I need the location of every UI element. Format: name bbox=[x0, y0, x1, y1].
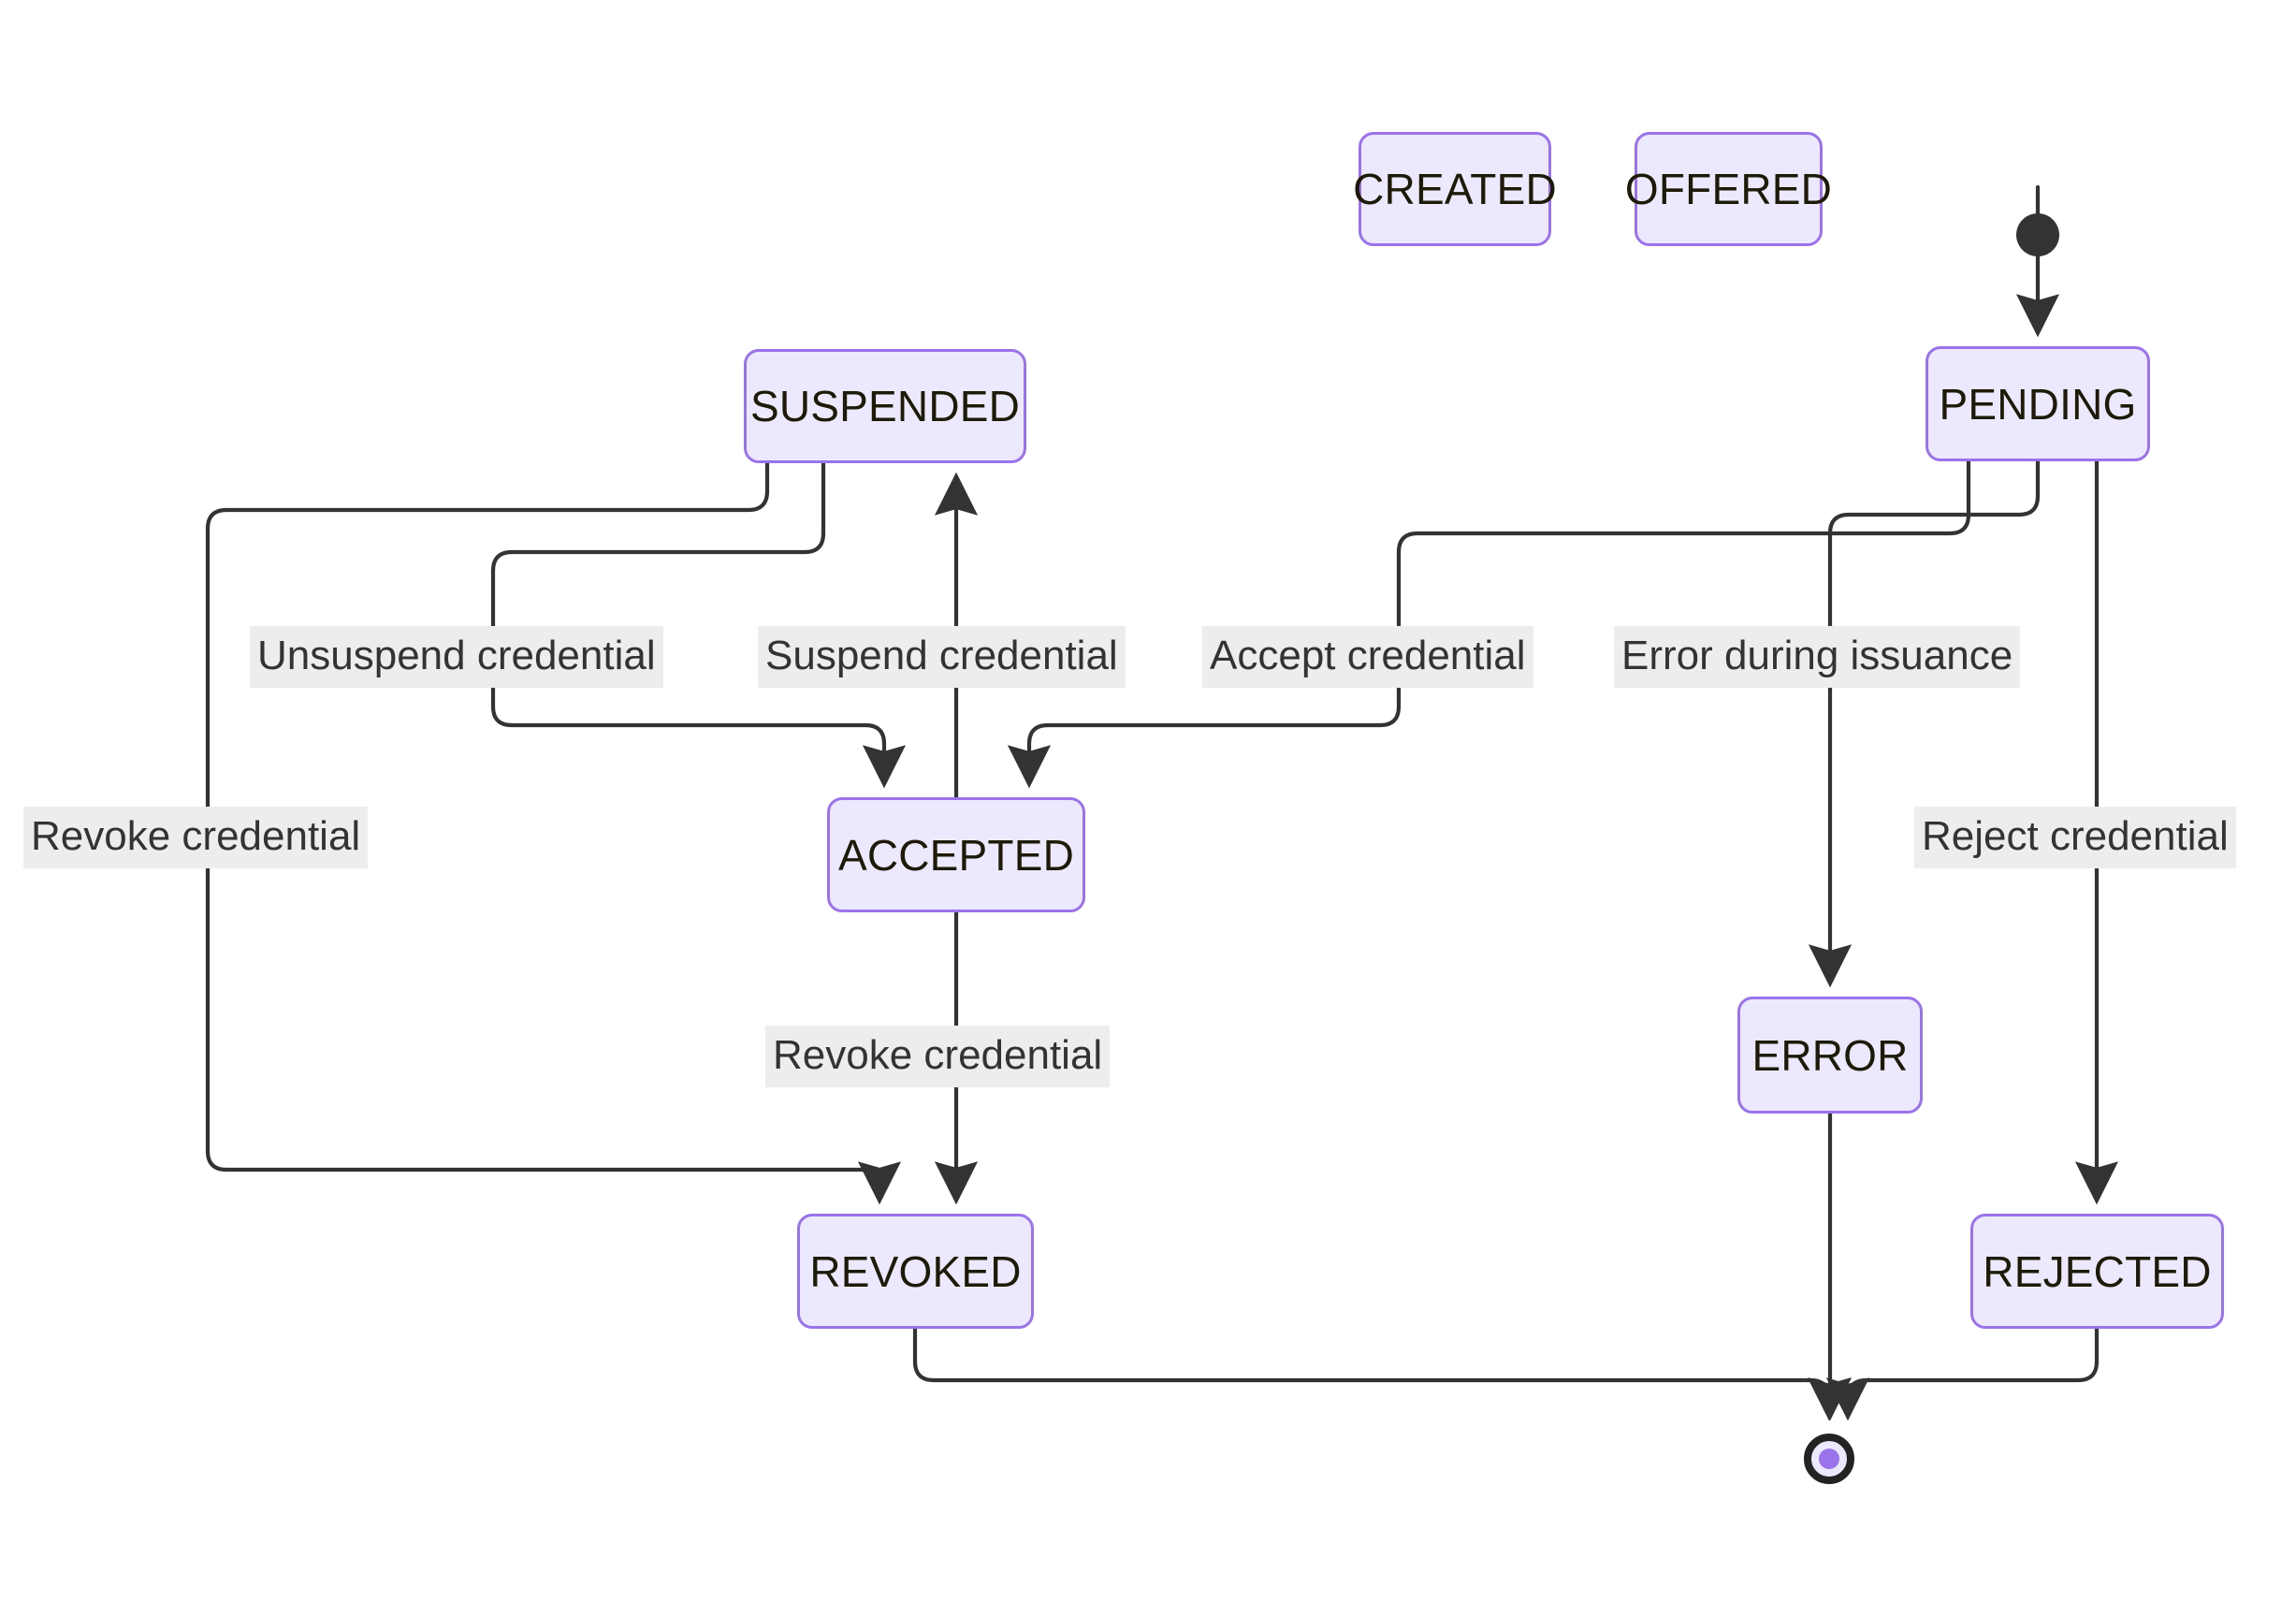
edge-pending-to-error bbox=[1808, 459, 2041, 988]
state-node-offered[interactable]: OFFERED bbox=[1625, 132, 1832, 246]
edge-label-error-during-issuance: Error during issuance bbox=[1614, 626, 2021, 688]
state-node-revoked-label: REVOKED bbox=[809, 1246, 1022, 1296]
end-state-marker-core bbox=[1819, 1449, 1839, 1469]
edge-label-revoke-credential-from-accepted: Revoke credential bbox=[765, 1026, 1111, 1087]
end-state-marker bbox=[1804, 1434, 1854, 1484]
state-node-error-label: ERROR bbox=[1751, 1030, 1909, 1080]
state-node-pending-label: PENDING bbox=[1939, 379, 2137, 429]
state-node-accepted-label: ACCEPTED bbox=[837, 830, 1075, 880]
edge-suspended-to-accepted bbox=[490, 460, 907, 789]
state-node-created[interactable]: CREATED bbox=[1353, 132, 1557, 246]
edge-label-reject-credential: Reject credential bbox=[1914, 807, 2236, 868]
state-node-rejected[interactable]: REJECTED bbox=[1970, 1214, 2224, 1329]
state-node-offered-label: OFFERED bbox=[1624, 165, 1833, 213]
state-node-suspended-label: SUSPENDED bbox=[749, 382, 1021, 430]
state-node-created-label: CREATED bbox=[1353, 165, 1557, 213]
edge-pending-to-accepted bbox=[1007, 459, 1971, 789]
state-node-accepted[interactable]: ACCEPTED bbox=[827, 797, 1085, 912]
edge-label-suspend-credential: Suspend credential bbox=[758, 626, 1126, 688]
edge-revoked-to-end bbox=[912, 1326, 1852, 1421]
state-node-rejected-label: REJECTED bbox=[1983, 1246, 2212, 1296]
edge-label-revoke-credential-from-suspended: Revoke credential bbox=[23, 807, 369, 868]
edge-label-unsuspend-credential: Unsuspend credential bbox=[250, 626, 663, 688]
state-node-error[interactable]: ERROR bbox=[1737, 997, 1923, 1114]
edge-label-accept-credential: Accept credential bbox=[1202, 626, 1533, 688]
state-node-pending[interactable]: PENDING bbox=[1925, 346, 2150, 461]
start-state-marker bbox=[2016, 213, 2059, 256]
state-node-suspended[interactable]: SUSPENDED bbox=[744, 349, 1026, 463]
state-node-revoked[interactable]: REVOKED bbox=[797, 1214, 1034, 1329]
edge-rejected-to-end bbox=[1825, 1326, 2100, 1421]
